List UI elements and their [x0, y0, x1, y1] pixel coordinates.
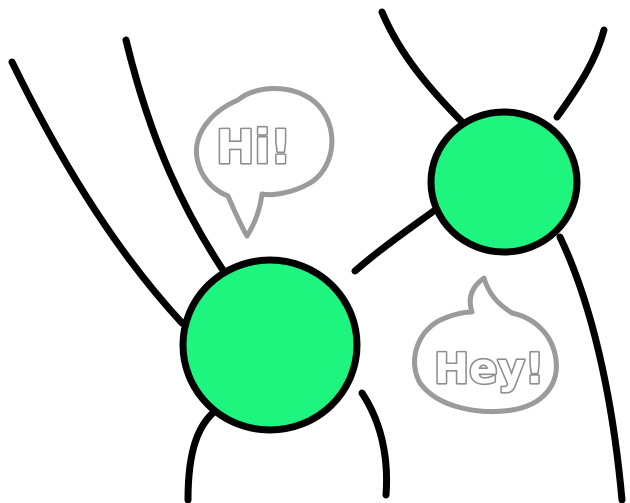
connecting-strand: [355, 202, 446, 271]
strand-right-bottom: [560, 237, 622, 500]
right-bubble-text: Hey!: [434, 344, 544, 393]
right-speech-bubble: Hey!: [415, 278, 557, 412]
strand-far-left: [12, 62, 182, 323]
left-speech-bubble: Hi!: [196, 89, 331, 236]
right-node: [431, 112, 577, 252]
strand-left-right-bottom: [362, 393, 387, 495]
strand-top-right: [557, 30, 604, 117]
strand-left-bottom: [188, 405, 224, 500]
left-node: [183, 260, 357, 430]
strand-top-center: [382, 12, 470, 130]
left-bubble-text: Hi!: [216, 120, 291, 174]
